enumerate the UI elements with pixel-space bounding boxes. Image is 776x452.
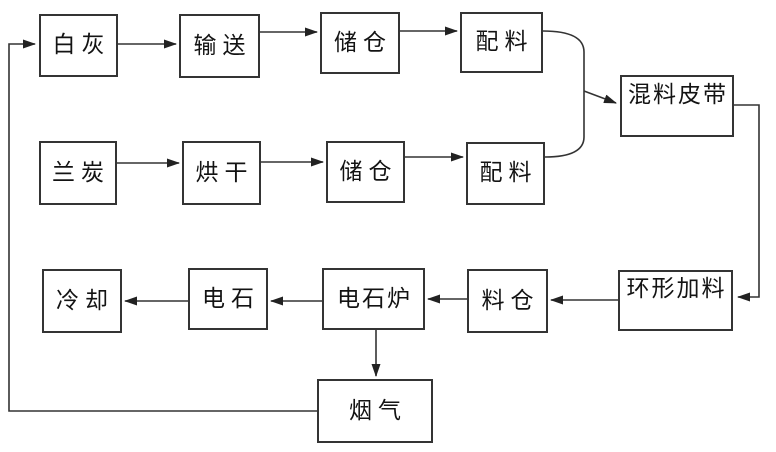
node-mixing-belt-label: 混料皮带 xyxy=(628,81,728,108)
node-batching-1: 配料 xyxy=(460,12,543,73)
node-batching-1-label: 配料 xyxy=(475,29,534,55)
node-flue-gas: 烟气 xyxy=(317,379,433,443)
node-drying: 烘干 xyxy=(182,141,261,205)
node-mixing-belt: 混料皮带 xyxy=(620,75,734,137)
node-material-bin: 料仓 xyxy=(467,269,548,333)
node-drying-label: 烘干 xyxy=(195,159,254,186)
node-semicoke-label: 兰炭 xyxy=(52,159,110,186)
node-lime-label: 白灰 xyxy=(52,32,111,58)
node-convey-label: 输送 xyxy=(193,32,252,59)
node-silo-1-label: 储仓 xyxy=(334,29,392,56)
node-lime: 白灰 xyxy=(39,14,118,77)
edge-mixingbelt-ringfeeder xyxy=(734,104,760,302)
node-carbide-furnace: 电石炉 xyxy=(322,268,425,330)
node-convey: 输送 xyxy=(179,14,260,78)
node-flue-gas-label: 烟气 xyxy=(349,397,407,424)
edge-batching-merge xyxy=(542,30,585,158)
node-cooling: 冷却 xyxy=(42,269,122,333)
node-material-bin-label: 料仓 xyxy=(481,287,540,314)
node-batching-2: 配料 xyxy=(466,142,545,205)
node-ring-feeder: 环形加料 xyxy=(618,270,733,331)
node-silo-2: 储仓 xyxy=(326,141,405,203)
node-silo-2-label: 储仓 xyxy=(339,158,398,185)
node-semicoke: 兰炭 xyxy=(39,141,117,205)
node-cooling-label: 冷却 xyxy=(56,287,114,314)
edge-fluegas-lime-return xyxy=(8,39,317,412)
edge-merge-mixingbelt xyxy=(583,90,617,104)
node-carbide-furnace-label: 电石炉 xyxy=(337,285,412,312)
node-carbide-label: 电石 xyxy=(202,285,260,312)
node-carbide: 电石 xyxy=(188,268,268,330)
node-silo-1: 储仓 xyxy=(320,12,400,74)
node-ring-feeder-label: 环形加料 xyxy=(626,276,727,302)
node-batching-2-label: 配料 xyxy=(479,160,538,186)
